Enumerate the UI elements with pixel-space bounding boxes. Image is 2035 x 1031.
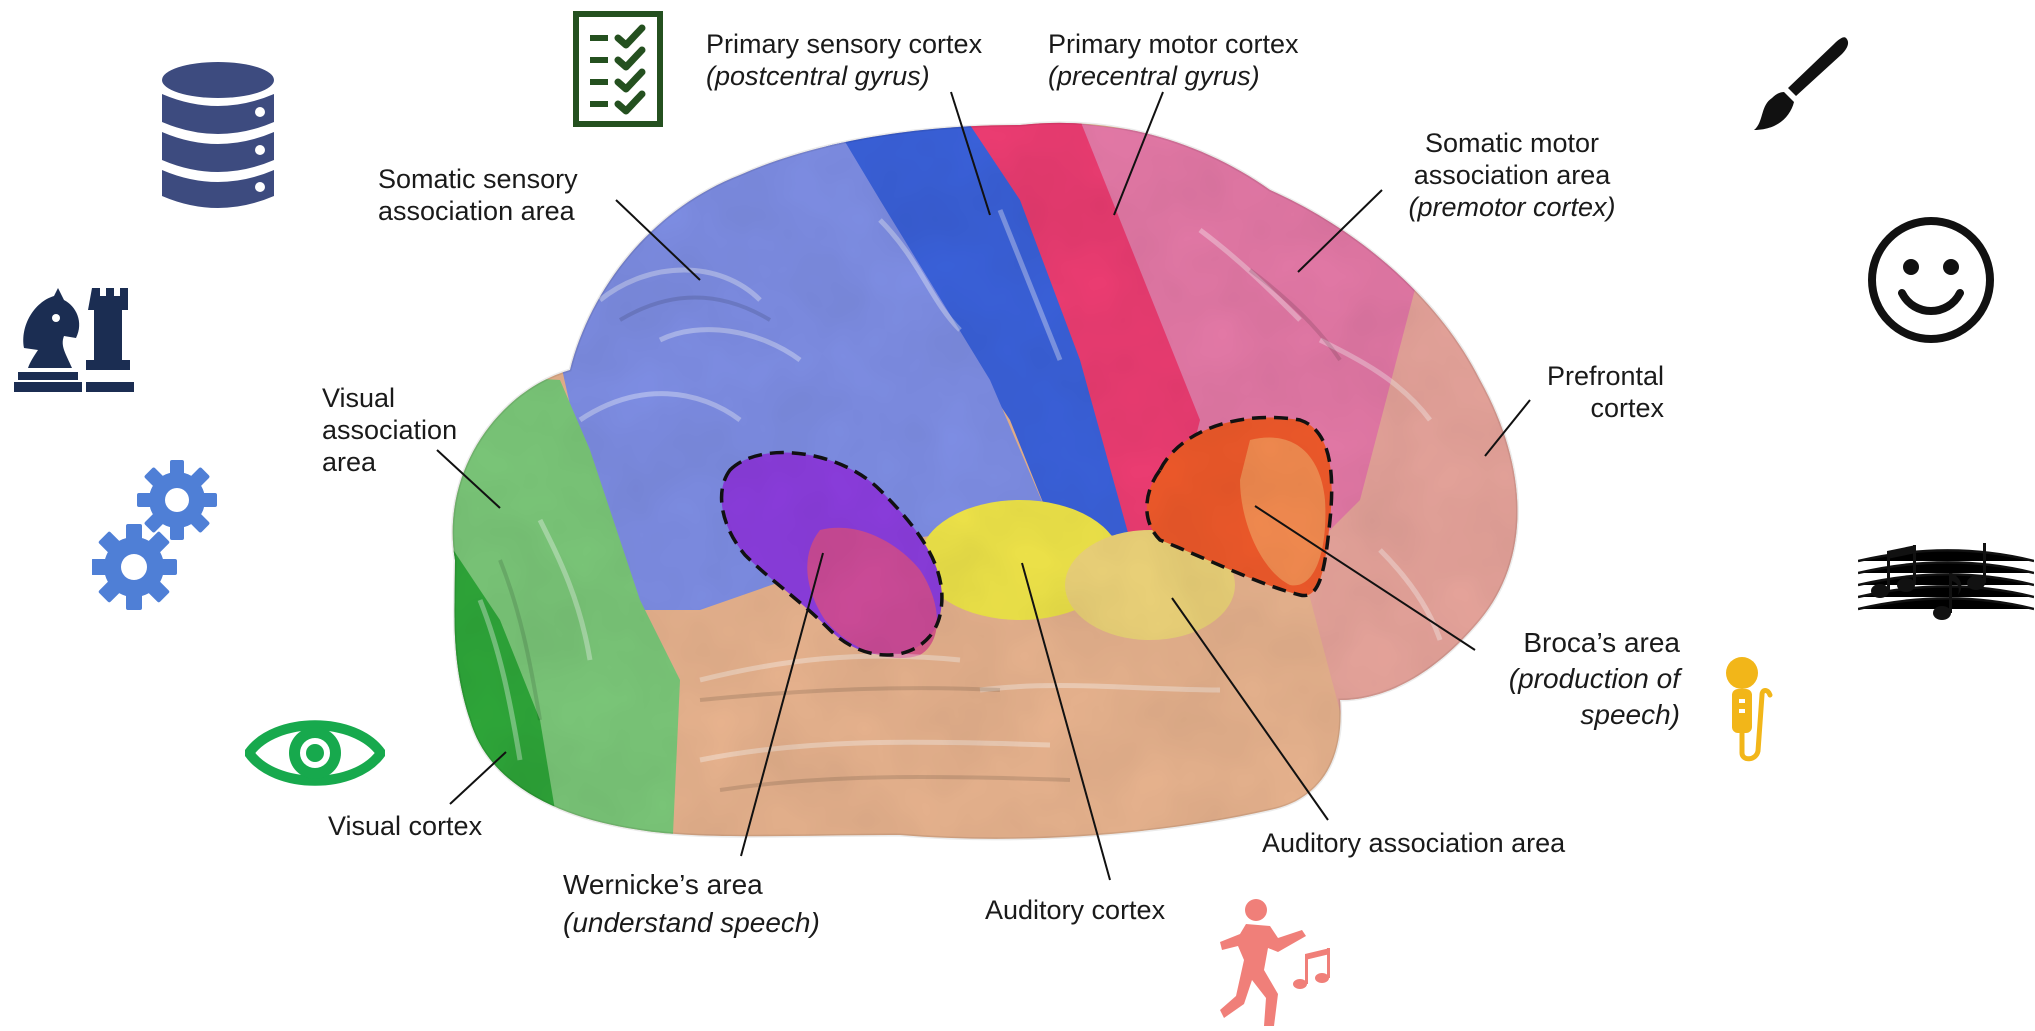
label-primary-sensory-cortex: Primary sensory cortex (postcentral gyru… <box>706 28 982 92</box>
chess-icon <box>14 288 134 394</box>
label-auditory-cortex-line1: Auditory cortex <box>985 894 1165 926</box>
label-primary-motor-line1: Primary motor cortex <box>1048 28 1299 60</box>
smiley-face-icon <box>1866 215 1996 345</box>
paintbrush-icon <box>1750 34 1854 134</box>
label-auditory-association-area: Auditory association area <box>1262 827 1565 859</box>
label-brocas-line2: (production of <box>1450 661 1680 697</box>
label-wernickes-area: Wernicke’s area (understand speech) <box>563 866 820 942</box>
label-visual-assoc-line1: Visual <box>322 382 457 414</box>
label-auditory-assoc-line1: Auditory association area <box>1262 827 1565 859</box>
label-somatic-sensory-assoc-line1: Somatic sensory <box>378 163 578 195</box>
gears-icon <box>92 455 222 615</box>
label-primary-sensory-line1: Primary sensory cortex <box>706 28 982 60</box>
label-prefrontal-line2: cortex <box>1490 392 1664 424</box>
label-primary-motor-cortex: Primary motor cortex (precentral gyrus) <box>1048 28 1299 92</box>
label-somatic-motor-assoc-line2: association area <box>1390 159 1634 191</box>
dancing-person-icon <box>1218 898 1338 1028</box>
checklist-icon <box>572 10 664 128</box>
label-brocas-line1: Broca’s area <box>1450 625 1680 661</box>
label-visual-assoc-line2: association <box>322 414 457 446</box>
database-icon <box>160 60 276 216</box>
label-wernickes-line1: Wernicke’s area <box>563 866 820 904</box>
eye-icon <box>245 710 385 796</box>
music-notes-icon <box>1858 535 2034 625</box>
label-somatic-motor-assoc-line1: Somatic motor <box>1390 127 1634 159</box>
label-prefrontal-line1: Prefrontal <box>1490 360 1664 392</box>
label-visual-assoc-line3: area <box>322 446 457 478</box>
label-somatic-motor-assoc: Somatic motor association area (premotor… <box>1390 127 1634 223</box>
label-primary-motor-line2: (precentral gyrus) <box>1048 60 1299 92</box>
label-wernickes-line2: (understand speech) <box>563 904 820 942</box>
label-somatic-sensory-assoc: Somatic sensory association area <box>378 163 578 227</box>
label-somatic-sensory-assoc-line2: association area <box>378 195 578 227</box>
label-primary-sensory-line2: (postcentral gyrus) <box>706 60 982 92</box>
label-somatic-motor-assoc-line3: (premotor cortex) <box>1390 191 1634 223</box>
label-prefrontal-cortex: Prefrontal cortex <box>1490 360 1664 424</box>
microphone-icon <box>1722 655 1780 763</box>
label-brocas-area: Broca’s area (production of speech) <box>1450 625 1680 733</box>
label-visual-association-area: Visual association area <box>322 382 457 478</box>
label-brocas-line3: speech) <box>1450 697 1680 733</box>
leader-line-visual-cortex <box>450 752 506 804</box>
label-visual-cortex-line1: Visual cortex <box>328 810 482 842</box>
label-visual-cortex: Visual cortex <box>328 810 482 842</box>
label-auditory-cortex: Auditory cortex <box>985 894 1165 926</box>
